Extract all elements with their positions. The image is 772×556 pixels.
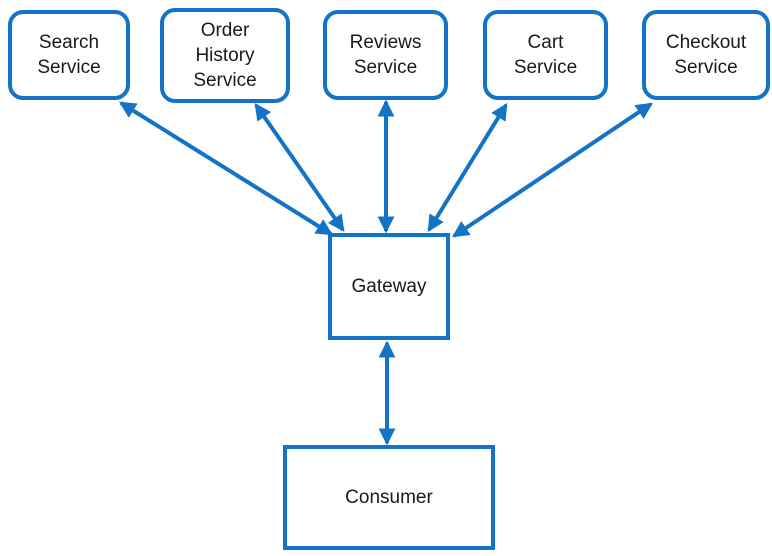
node-checkout-service: Checkout Service [642,10,770,100]
edge-checkout-gateway [452,102,653,238]
node-gateway: Gateway [328,233,450,340]
node-consumer: Consumer [283,445,495,550]
node-order-history-service: Order History Service [160,8,290,103]
node-cart-service-label: Cart Service [513,31,578,78]
edge-search-gateway [119,101,333,236]
node-gateway-label: Gateway [351,275,427,297]
node-checkout-service-label: Checkout Service [665,31,747,78]
node-order-history-service-label: Order History Service [193,19,257,92]
node-reviews-service-label: Reviews Service [349,31,422,78]
node-search-service-label: Search Service [37,31,101,78]
node-reviews-service: Reviews Service [323,10,448,100]
node-cart-service: Cart Service [483,10,608,100]
node-consumer-label: Consumer [345,486,433,508]
node-search-service: Search Service [8,10,130,100]
edge-cart-gateway [427,102,508,233]
edge-order-history-gateway [254,103,345,232]
